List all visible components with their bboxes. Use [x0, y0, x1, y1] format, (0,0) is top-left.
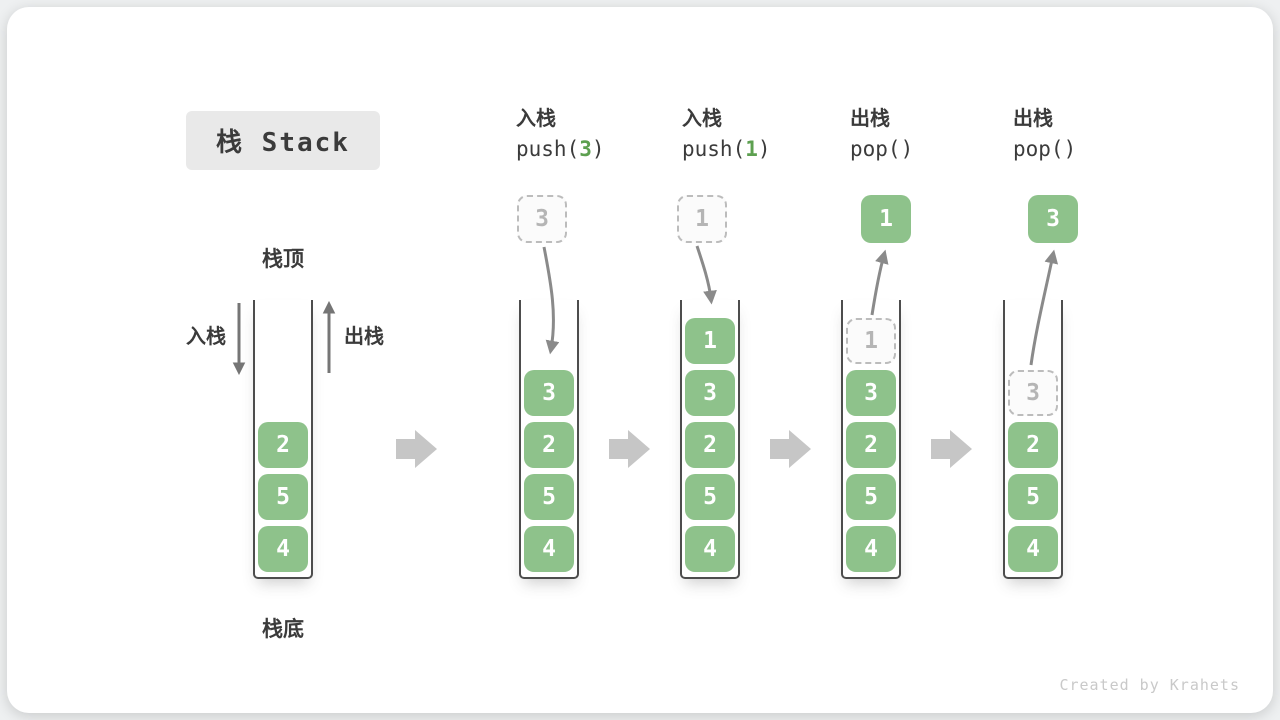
- op-header-push-3: 入栈 push(3): [516, 104, 605, 166]
- call-suffix: ): [900, 137, 914, 161]
- op-name: 出栈: [1013, 106, 1053, 130]
- popped-element: 1: [861, 195, 911, 243]
- push-move-arrow: [695, 245, 717, 305]
- pop-side-label: 出栈: [344, 324, 384, 348]
- stack-element: 4: [258, 526, 308, 572]
- stack-bottom-label: 栈底: [262, 617, 304, 641]
- stack-element: 3: [846, 370, 896, 416]
- next-step-arrow-icon: [931, 430, 972, 468]
- op-header-push-1: 入栈 push(1): [682, 104, 771, 166]
- stack-top-label: 栈顶: [262, 247, 304, 271]
- stack-element: 4: [1008, 526, 1058, 572]
- call-prefix: push(: [682, 137, 746, 161]
- call-suffix: ): [1063, 137, 1077, 161]
- op-call: push(1): [682, 132, 771, 166]
- push-side-label: 入栈: [186, 324, 226, 348]
- stack-element: 4: [524, 526, 574, 572]
- stack-element: 4: [846, 526, 896, 572]
- op-header-pop-2: 出栈 pop(): [1013, 104, 1076, 166]
- incoming-element: 1: [677, 195, 727, 243]
- stack-element: 5: [258, 474, 308, 520]
- op-call: push(3): [516, 132, 605, 166]
- stack-element: 2: [1008, 422, 1058, 468]
- next-step-arrow-icon: [770, 430, 811, 468]
- call-suffix: ): [591, 137, 605, 161]
- stack-slot-dashed: 1: [846, 318, 896, 364]
- stack-element: 2: [685, 422, 735, 468]
- next-step-arrow-icon: [396, 430, 437, 468]
- stack-element: 5: [1008, 474, 1058, 520]
- stack-element: 5: [685, 474, 735, 520]
- op-name: 入栈: [682, 106, 722, 130]
- stack-slot-dashed: 3: [1008, 370, 1058, 416]
- stack-element: 2: [524, 422, 574, 468]
- call-prefix: pop(: [1013, 137, 1064, 161]
- call-prefix: push(: [516, 137, 580, 161]
- stack-element: 2: [258, 422, 308, 468]
- stack-element: 5: [524, 474, 574, 520]
- op-call: pop(): [850, 132, 913, 166]
- watermark: Created by Krahets: [1059, 676, 1240, 694]
- call-arg: 3: [579, 137, 592, 161]
- call-arg: 1: [745, 137, 758, 161]
- next-step-arrow-icon: [609, 430, 650, 468]
- op-name: 入栈: [516, 106, 556, 130]
- call-suffix: ): [757, 137, 771, 161]
- stack-element: 3: [524, 370, 574, 416]
- call-prefix: pop(: [850, 137, 901, 161]
- incoming-element: 3: [517, 195, 567, 243]
- op-call: pop(): [1013, 132, 1076, 166]
- stack-element: 5: [846, 474, 896, 520]
- stack-element: 4: [685, 526, 735, 572]
- stack-element: 3: [685, 370, 735, 416]
- stack-element: 2: [846, 422, 896, 468]
- element-move-arrows: [542, 245, 1059, 366]
- popped-element: 3: [1028, 195, 1078, 243]
- stack-element: 1: [685, 318, 735, 364]
- title-box: 栈 Stack: [186, 111, 380, 170]
- op-name: 出栈: [850, 106, 890, 130]
- op-header-pop-1: 出栈 pop(): [850, 104, 913, 166]
